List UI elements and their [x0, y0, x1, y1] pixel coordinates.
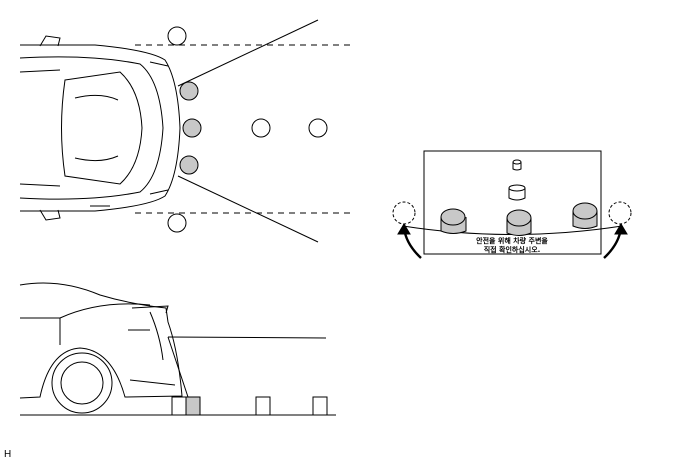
- ground-marker-1-gray: [185, 396, 201, 416]
- far-object-1: [512, 159, 522, 171]
- monitor-guide-text-1: 안전을 위해 차량 주변을: [476, 236, 548, 245]
- top-view: [19, 19, 350, 243]
- monitor-view: 안전을 위해 차량 주변을 직접 확인하십시오.: [392, 150, 632, 259]
- view-field-line-lower: [177, 175, 319, 243]
- car-mirror-right-top: [39, 209, 61, 221]
- near-cylinder-center: [506, 209, 532, 236]
- marker-white-mid-2: [308, 118, 328, 138]
- car-mirror-left-top: [39, 35, 61, 47]
- marker-white-top: [167, 26, 187, 46]
- marker-white-bottom: [167, 213, 187, 233]
- car-body-contour-top: [19, 56, 164, 200]
- dashed-marker-right: [608, 201, 632, 225]
- side-view: [19, 282, 336, 416]
- figure-id-label: H: [4, 449, 12, 460]
- car-rear-detail-top: [19, 61, 169, 207]
- marker-gray-2: [182, 118, 202, 138]
- car-hood-line-top: [74, 94, 119, 162]
- ground-marker-1-white: [171, 396, 187, 416]
- ground-marker-3: [312, 396, 328, 416]
- camera-down-line: [167, 336, 189, 398]
- view-field-line-upper: [177, 19, 319, 87]
- car-windshield-top: [61, 71, 143, 185]
- near-cylinder-right: [572, 202, 598, 229]
- marker-gray-1: [179, 81, 199, 101]
- car-body-outline-side: [19, 282, 183, 399]
- far-object-2: [508, 184, 526, 201]
- curved-arrow-left-head: [397, 223, 411, 235]
- dashed-marker-left: [392, 201, 416, 225]
- curved-arrow-right-head: [614, 223, 628, 235]
- car-window-side: [20, 303, 151, 345]
- wheel-inner: [60, 361, 104, 405]
- monitor-guide-text-2: 직접 확인하십시오.: [484, 245, 541, 254]
- car-tail-detail-side: [128, 311, 176, 386]
- car-body-outline-top: [20, 44, 181, 212]
- marker-gray-3: [179, 155, 199, 175]
- near-cylinder-left: [440, 208, 467, 234]
- wheel-outer: [51, 352, 113, 414]
- ground-marker-2: [255, 396, 271, 416]
- camera-horizon-line: [167, 336, 327, 339]
- marker-white-mid-1: [251, 118, 271, 138]
- car-spoiler-side: [131, 305, 169, 314]
